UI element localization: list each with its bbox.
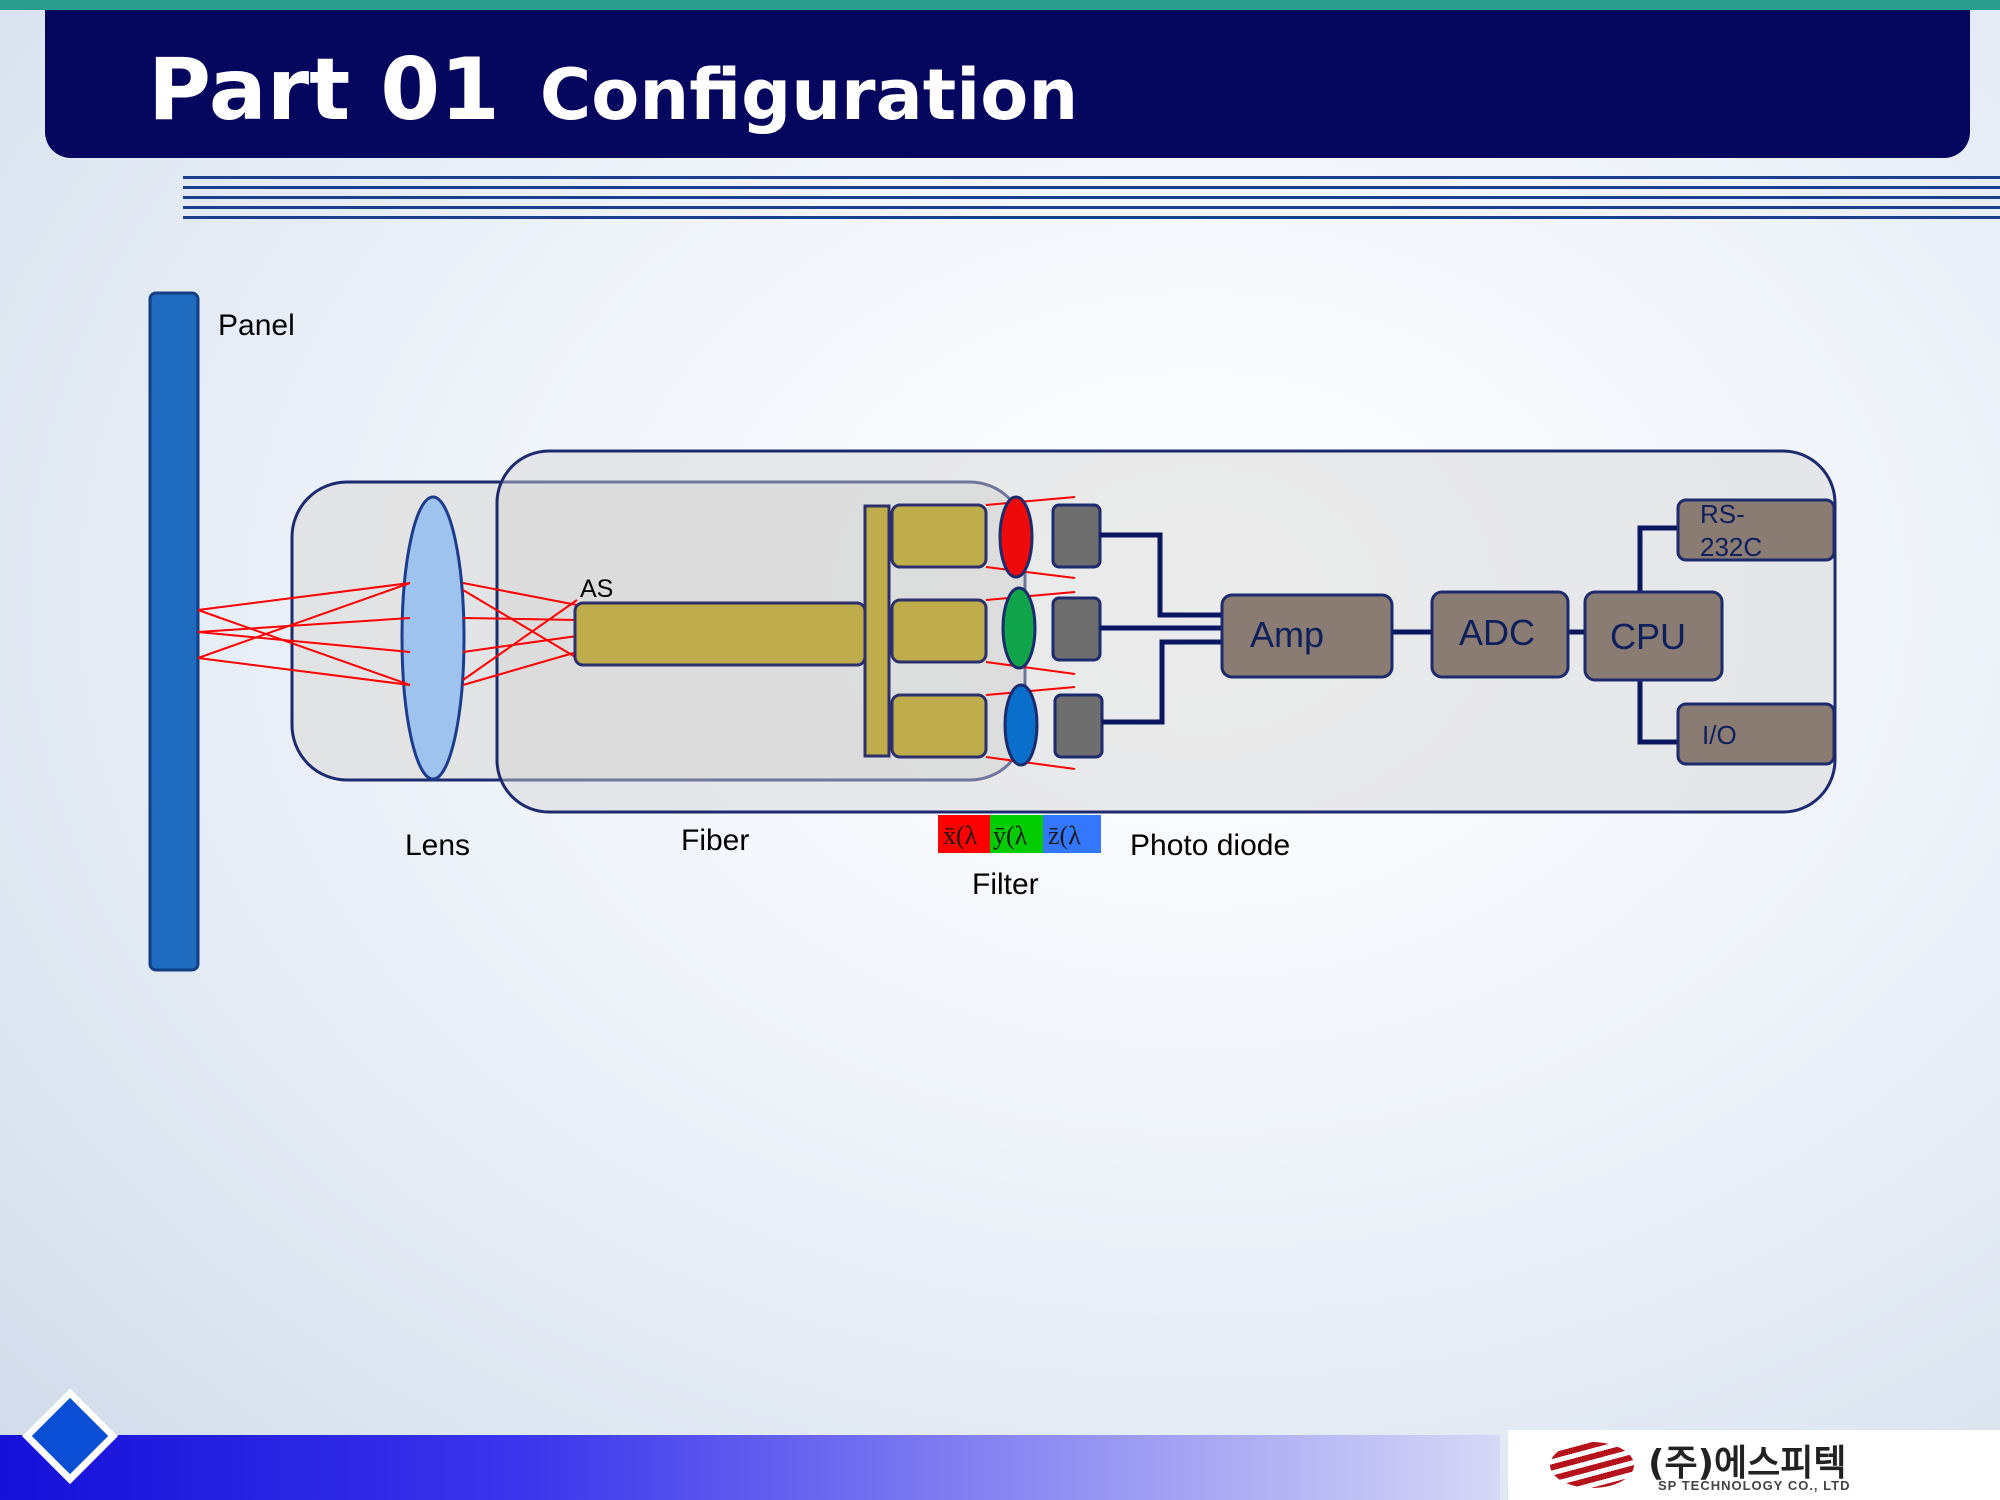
company-name-en: SP TECHNOLOGY CO., LTD	[1658, 1478, 1851, 1493]
filter-swatch-y	[990, 815, 1043, 853]
light-rays	[197, 582, 578, 686]
as-label: AS	[580, 575, 613, 603]
part-number: Part 01	[148, 40, 500, 140]
filter-red	[998, 495, 1034, 579]
rs232c-block	[1676, 498, 1836, 562]
header-band	[45, 10, 1970, 158]
adc-label: ADC	[1459, 612, 1535, 653]
photo-diode	[1051, 596, 1102, 662]
filter-green	[1001, 586, 1037, 670]
filter-swatch-z-text: z̄(λ	[1048, 821, 1081, 850]
cpu-block	[1583, 590, 1724, 682]
main-housing	[495, 449, 1837, 814]
photo-diode	[1053, 693, 1104, 759]
fiber-branch	[890, 598, 988, 664]
fiber-branch	[890, 503, 988, 569]
photo-diode	[1051, 503, 1102, 569]
fiber-label: Fiber	[681, 824, 749, 857]
filter-swatch-x	[938, 815, 990, 853]
cpu-label: CPU	[1610, 616, 1686, 657]
company-logo: (주)에스피텍 SP TECHNOLOGY CO., LTD	[1508, 1430, 2000, 1500]
page-title: Part 01 Configuration	[148, 40, 1078, 140]
fiber	[573, 601, 867, 667]
io-label: I/O	[1702, 720, 1737, 750]
header-rules	[183, 176, 2000, 226]
fiber-splitter	[863, 504, 891, 758]
filter-swatch-y-text: ȳ(λ	[993, 821, 1028, 850]
lens	[400, 495, 466, 781]
filter-swatch-z	[1043, 815, 1101, 853]
panel-label: Panel	[218, 309, 295, 342]
rs232c-label-line2: 232C	[1700, 532, 1762, 562]
section-title: Configuration	[539, 54, 1079, 136]
logo-icon	[1550, 1442, 1634, 1488]
signal-wiring	[1100, 525, 1680, 745]
panel-bar	[148, 291, 200, 972]
filter-swatch-x-text: x̄(λ	[943, 821, 978, 850]
adc-block	[1430, 590, 1570, 679]
top-accent-strip	[0, 0, 2000, 10]
footer-bar	[0, 1435, 1500, 1500]
filter-blue	[1003, 683, 1039, 767]
company-name: (주)에스피텍	[1648, 1443, 1847, 1484]
filter-label: Filter	[972, 868, 1039, 901]
photo-diode-label: Photo diode	[1130, 829, 1290, 862]
lens-label: Lens	[405, 829, 470, 862]
amp-block	[1220, 593, 1394, 679]
fiber-branch	[890, 693, 988, 759]
io-block	[1676, 702, 1836, 766]
amp-label: Amp	[1250, 614, 1324, 655]
rs232c-label-line1: RS-	[1700, 499, 1745, 529]
